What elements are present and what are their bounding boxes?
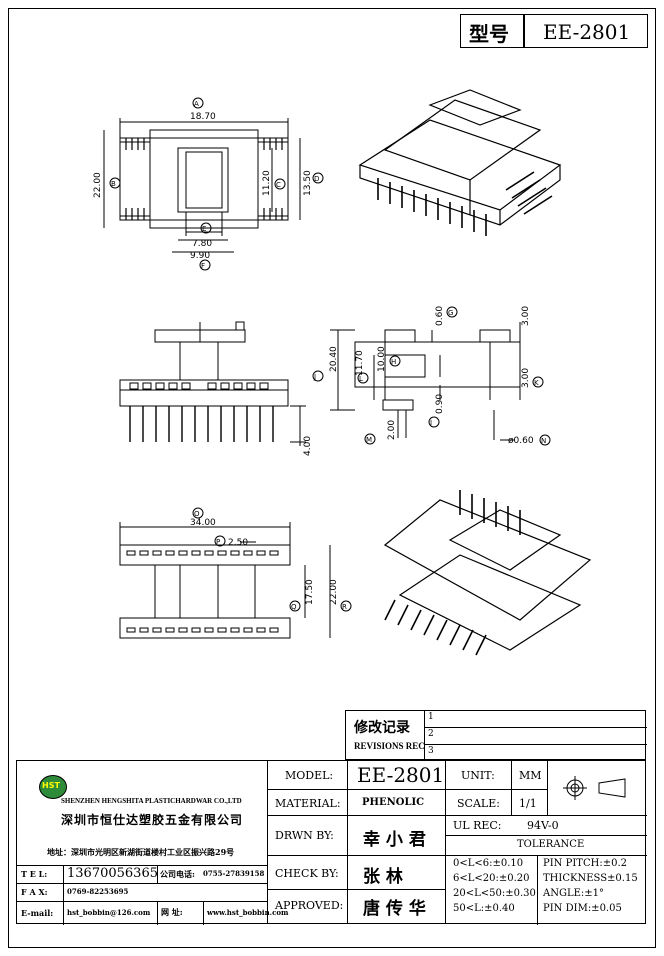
- dim-n: ø0.60: [508, 436, 534, 446]
- part-number-header: 型号 EE-2801: [460, 14, 648, 48]
- tel-value: 13670056365: [67, 866, 158, 881]
- marker-l: L: [359, 375, 363, 383]
- pin-line-1: PIN PITCH:±0.2: [543, 858, 627, 869]
- dim-b: 22.00: [93, 172, 103, 198]
- check-label: CHECK BY:: [275, 867, 339, 880]
- marker-m: M: [366, 436, 372, 444]
- dim-k: 3.00: [521, 368, 531, 388]
- marker-i: I: [430, 419, 432, 427]
- email-label: E-mail:: [21, 908, 54, 918]
- pin-line-4: PIN DIM:±0.05: [543, 903, 622, 914]
- pin-line-2: THICKNESS±0.15: [543, 873, 638, 884]
- company-phone-value: 0755-27839158: [203, 869, 265, 878]
- dim-f: 9.90: [190, 251, 210, 261]
- dim-side-height: 4.00: [303, 436, 313, 456]
- dim-m: 2.00: [387, 420, 397, 440]
- ul-label: UL REC:: [453, 819, 502, 832]
- technical-drawing: 18.70 A B 22.00 11.20 C 13.50 D E 7.80 9…: [93, 89, 592, 656]
- dim-p: 2.50: [228, 538, 248, 548]
- revision-mark-3: 3: [428, 746, 434, 756]
- model-label: MODEL:: [285, 769, 334, 782]
- web-label: 网 址:: [161, 907, 183, 917]
- pin-line-3: ANGLE:±1°: [543, 888, 605, 899]
- company-phone-label: 公司电话:: [160, 869, 195, 879]
- marker-a: A: [194, 100, 199, 108]
- dim-k-top: 3.00: [521, 306, 531, 326]
- web-value: www.hst_bobbin.com: [207, 908, 289, 917]
- tolerance-line-3: 20<L<50:±0.30: [453, 888, 536, 899]
- dim-q: 17.50: [305, 579, 315, 605]
- tolerance-line-1: 0<L<6:±0.10: [453, 858, 524, 869]
- marker-h: H: [391, 358, 396, 366]
- dim-a: 18.70: [190, 112, 216, 122]
- unit-label: UNIT:: [461, 769, 495, 782]
- unit-value: MM: [519, 769, 542, 782]
- marker-b: B: [111, 180, 116, 188]
- tolerance-line-2: 6<L<20:±0.20: [453, 873, 530, 884]
- marker-j: J: [313, 373, 316, 381]
- dim-i: 0.90: [435, 394, 445, 414]
- top-view: [103, 97, 324, 271]
- marker-c: C: [276, 181, 281, 189]
- side-view: [312, 306, 551, 446]
- dim-j: 20.40: [329, 346, 339, 372]
- tolerance-line-4: 50<L:±0.40: [453, 903, 515, 914]
- fax-value: 0769-82253695: [67, 887, 129, 896]
- projection-symbol-icon: [563, 776, 626, 800]
- marker-d: D: [314, 175, 319, 183]
- dim-o: 34.00: [190, 518, 216, 528]
- marker-k: K: [534, 379, 539, 387]
- company-name-cn: 深圳市恒仕达塑胶五金有限公司: [61, 813, 244, 827]
- front-view: [119, 321, 306, 446]
- revisions-title-cn: 修改记录: [354, 720, 410, 736]
- dim-h: 10.00: [377, 346, 387, 372]
- approved-label: APPROVED:: [275, 899, 344, 912]
- logo-text: HST: [42, 781, 60, 790]
- marker-p: P: [216, 538, 220, 546]
- revision-mark-1: 1: [428, 712, 434, 722]
- scale-label: SCALE:: [457, 797, 500, 810]
- company-logo: HST: [39, 775, 67, 799]
- tel-label: T E L:: [21, 869, 48, 879]
- company-address: 地址：深圳市光明区新湖街道楼村工业区振兴路29号: [47, 847, 235, 857]
- email-value: hst_bobbin@126.com: [67, 908, 151, 917]
- drawing-sheet: [8, 8, 656, 948]
- dim-e: 7.80: [192, 239, 212, 249]
- drawn-value: 幸 小 君: [363, 830, 426, 850]
- model-value: EE-2801: [357, 763, 445, 787]
- material-value: PHENOLIC: [362, 797, 425, 808]
- company-name-en: SHENZHEN HENGSHITA PLASTICHARDWAR CO.,LT…: [61, 797, 242, 805]
- revisions-block: 修改记录 REVISIONS REC 1 2 3: [345, 710, 647, 760]
- ul-value: 94V-0: [527, 819, 559, 832]
- fax-label: F A X:: [21, 887, 48, 897]
- marker-q: Q: [291, 603, 297, 611]
- marker-n: N: [541, 437, 546, 445]
- dim-d: 13.50: [303, 170, 313, 196]
- marker-o: O: [194, 510, 200, 518]
- marker-r: R: [342, 603, 347, 611]
- check-value: 张 林: [363, 867, 403, 887]
- approved-value: 唐 传 华: [363, 899, 426, 919]
- type-label: 型号: [469, 22, 509, 46]
- marker-g: G: [448, 309, 453, 317]
- material-label: MATERIAL:: [275, 797, 341, 810]
- scale-value: 1/1: [519, 797, 537, 810]
- title-block: HST SHENZHEN HENGSHITA PLASTICHARDWAR CO…: [16, 760, 647, 925]
- iso-view-top: [358, 89, 562, 236]
- bottom-view: [119, 507, 352, 639]
- marker-f: F: [201, 262, 205, 270]
- revision-mark-2: 2: [428, 729, 434, 739]
- dim-l: 11.70: [355, 350, 365, 376]
- marker-e: E: [202, 225, 206, 233]
- dim-g: 0.60: [435, 306, 445, 326]
- tolerance-label: TOLERANCE: [517, 839, 585, 850]
- iso-view-bottom: [383, 490, 592, 656]
- header-part-number: EE-2801: [543, 20, 631, 44]
- drawn-label: DRWN BY:: [275, 829, 334, 842]
- dim-c: 11.20: [262, 170, 272, 196]
- dim-r: 22.00: [329, 579, 339, 605]
- revisions-title-en: REVISIONS REC: [354, 741, 425, 751]
